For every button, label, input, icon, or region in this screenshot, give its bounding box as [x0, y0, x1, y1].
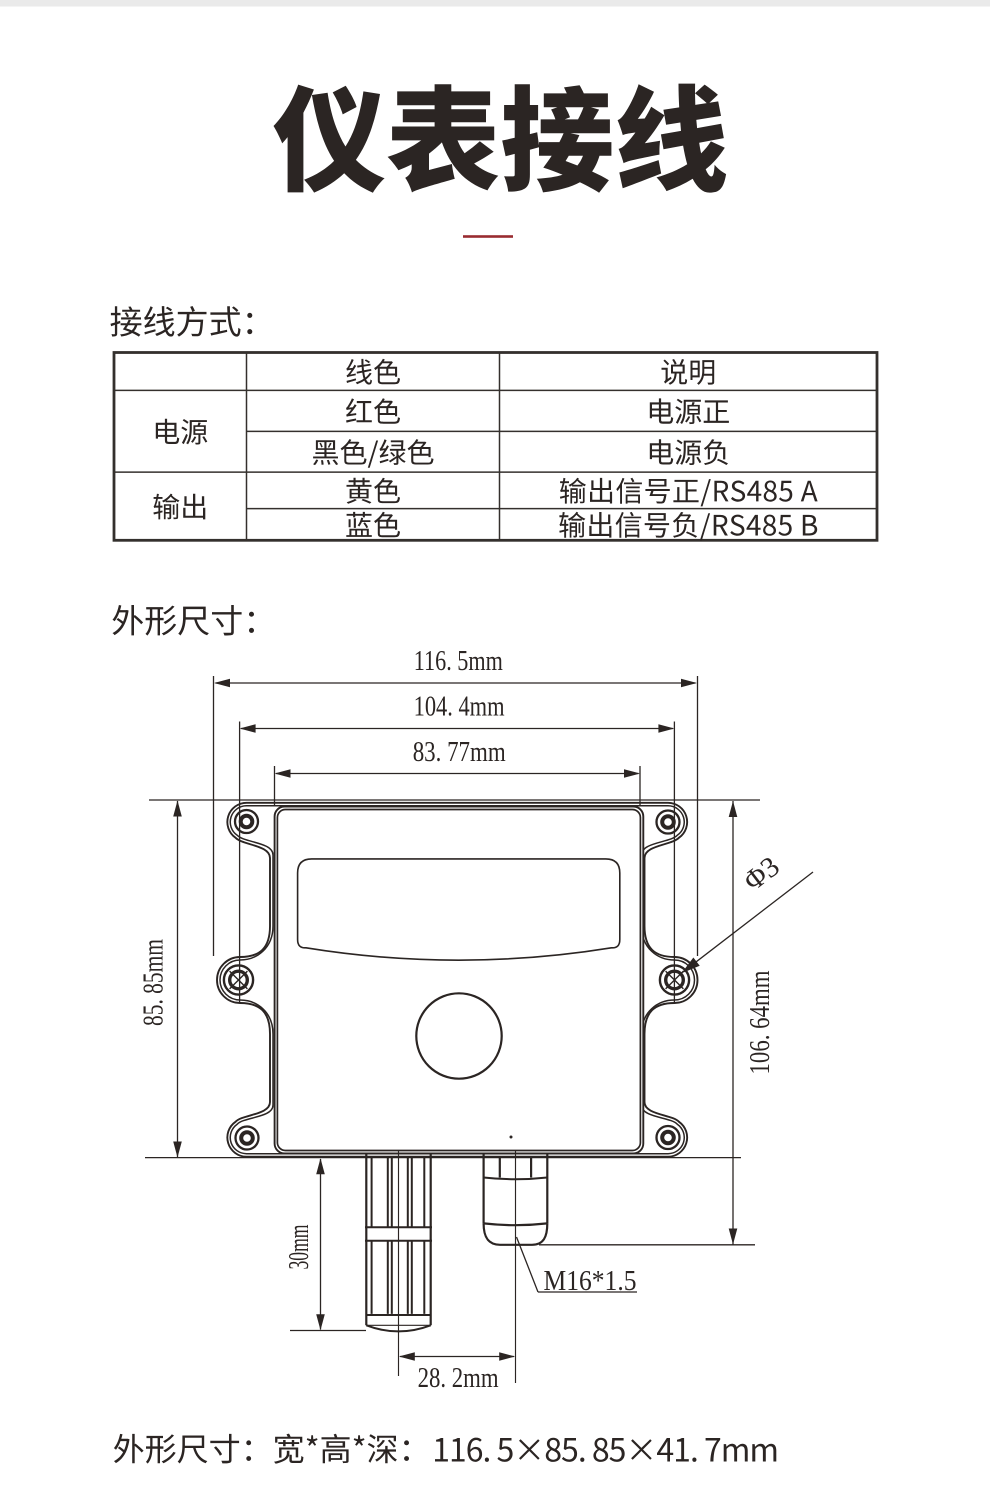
svg-text:85. 85mm: 85. 85mm [139, 939, 170, 1026]
svg-text:30mm: 30mm [284, 1224, 315, 1269]
svg-text:116. 5mm: 116. 5mm [414, 646, 503, 677]
svg-text:104. 4mm: 104. 4mm [414, 692, 505, 723]
svg-text:83. 77mm: 83. 77mm [413, 737, 506, 768]
svg-text:M16*1.5: M16*1.5 [544, 1266, 637, 1297]
svg-text:28. 2mm: 28. 2mm [418, 1363, 499, 1394]
svg-text:Φ3: Φ3 [738, 850, 786, 897]
svg-text:106. 64mm: 106. 64mm [745, 970, 776, 1074]
